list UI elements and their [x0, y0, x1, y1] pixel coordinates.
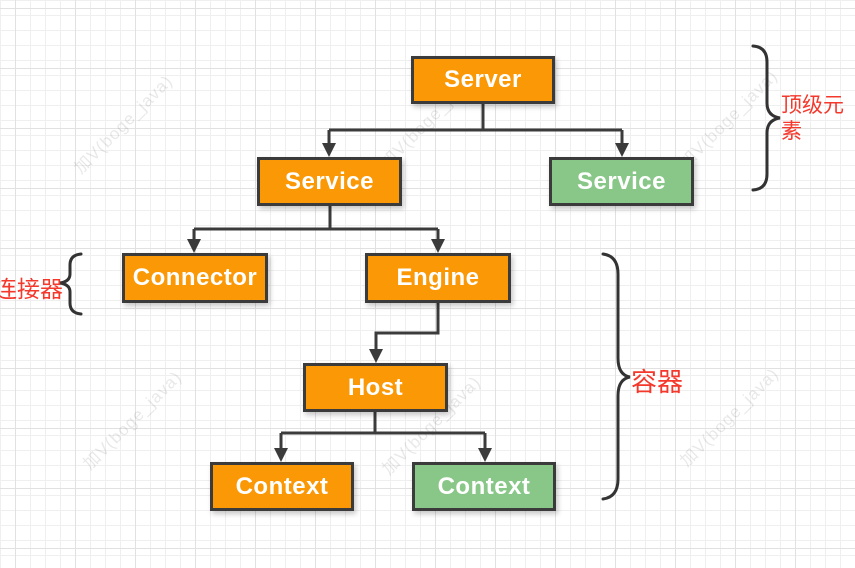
- node-context-right: Context: [412, 462, 556, 511]
- annotation-top-level-elements: 顶级元素: [781, 94, 844, 144]
- node-service-left: Service: [257, 157, 402, 206]
- arrowhead: [369, 349, 383, 363]
- node-host: Host: [303, 363, 448, 412]
- arrowhead: [322, 143, 336, 157]
- brace-connector: [58, 252, 83, 316]
- arrowhead: [615, 143, 629, 157]
- arrowhead: [478, 448, 492, 462]
- arrowhead: [431, 239, 445, 253]
- node-connector: Connector: [122, 253, 268, 303]
- edge-host-contexts: [279, 412, 487, 450]
- node-service-right: Service: [549, 157, 694, 206]
- node-server: Server: [411, 56, 555, 104]
- arrowhead: [187, 239, 201, 253]
- edge-engine-host: [374, 303, 440, 350]
- node-engine: Engine: [365, 253, 511, 303]
- edge-server-services: [327, 104, 624, 145]
- brace-top-level: [751, 44, 781, 192]
- annotation-connector: 连接器: [0, 276, 63, 302]
- brace-container: [601, 252, 631, 501]
- node-context-left: Context: [210, 462, 354, 511]
- annotation-container: 容器: [631, 367, 684, 397]
- arrowhead: [274, 448, 288, 462]
- edge-service-children: [192, 206, 440, 240]
